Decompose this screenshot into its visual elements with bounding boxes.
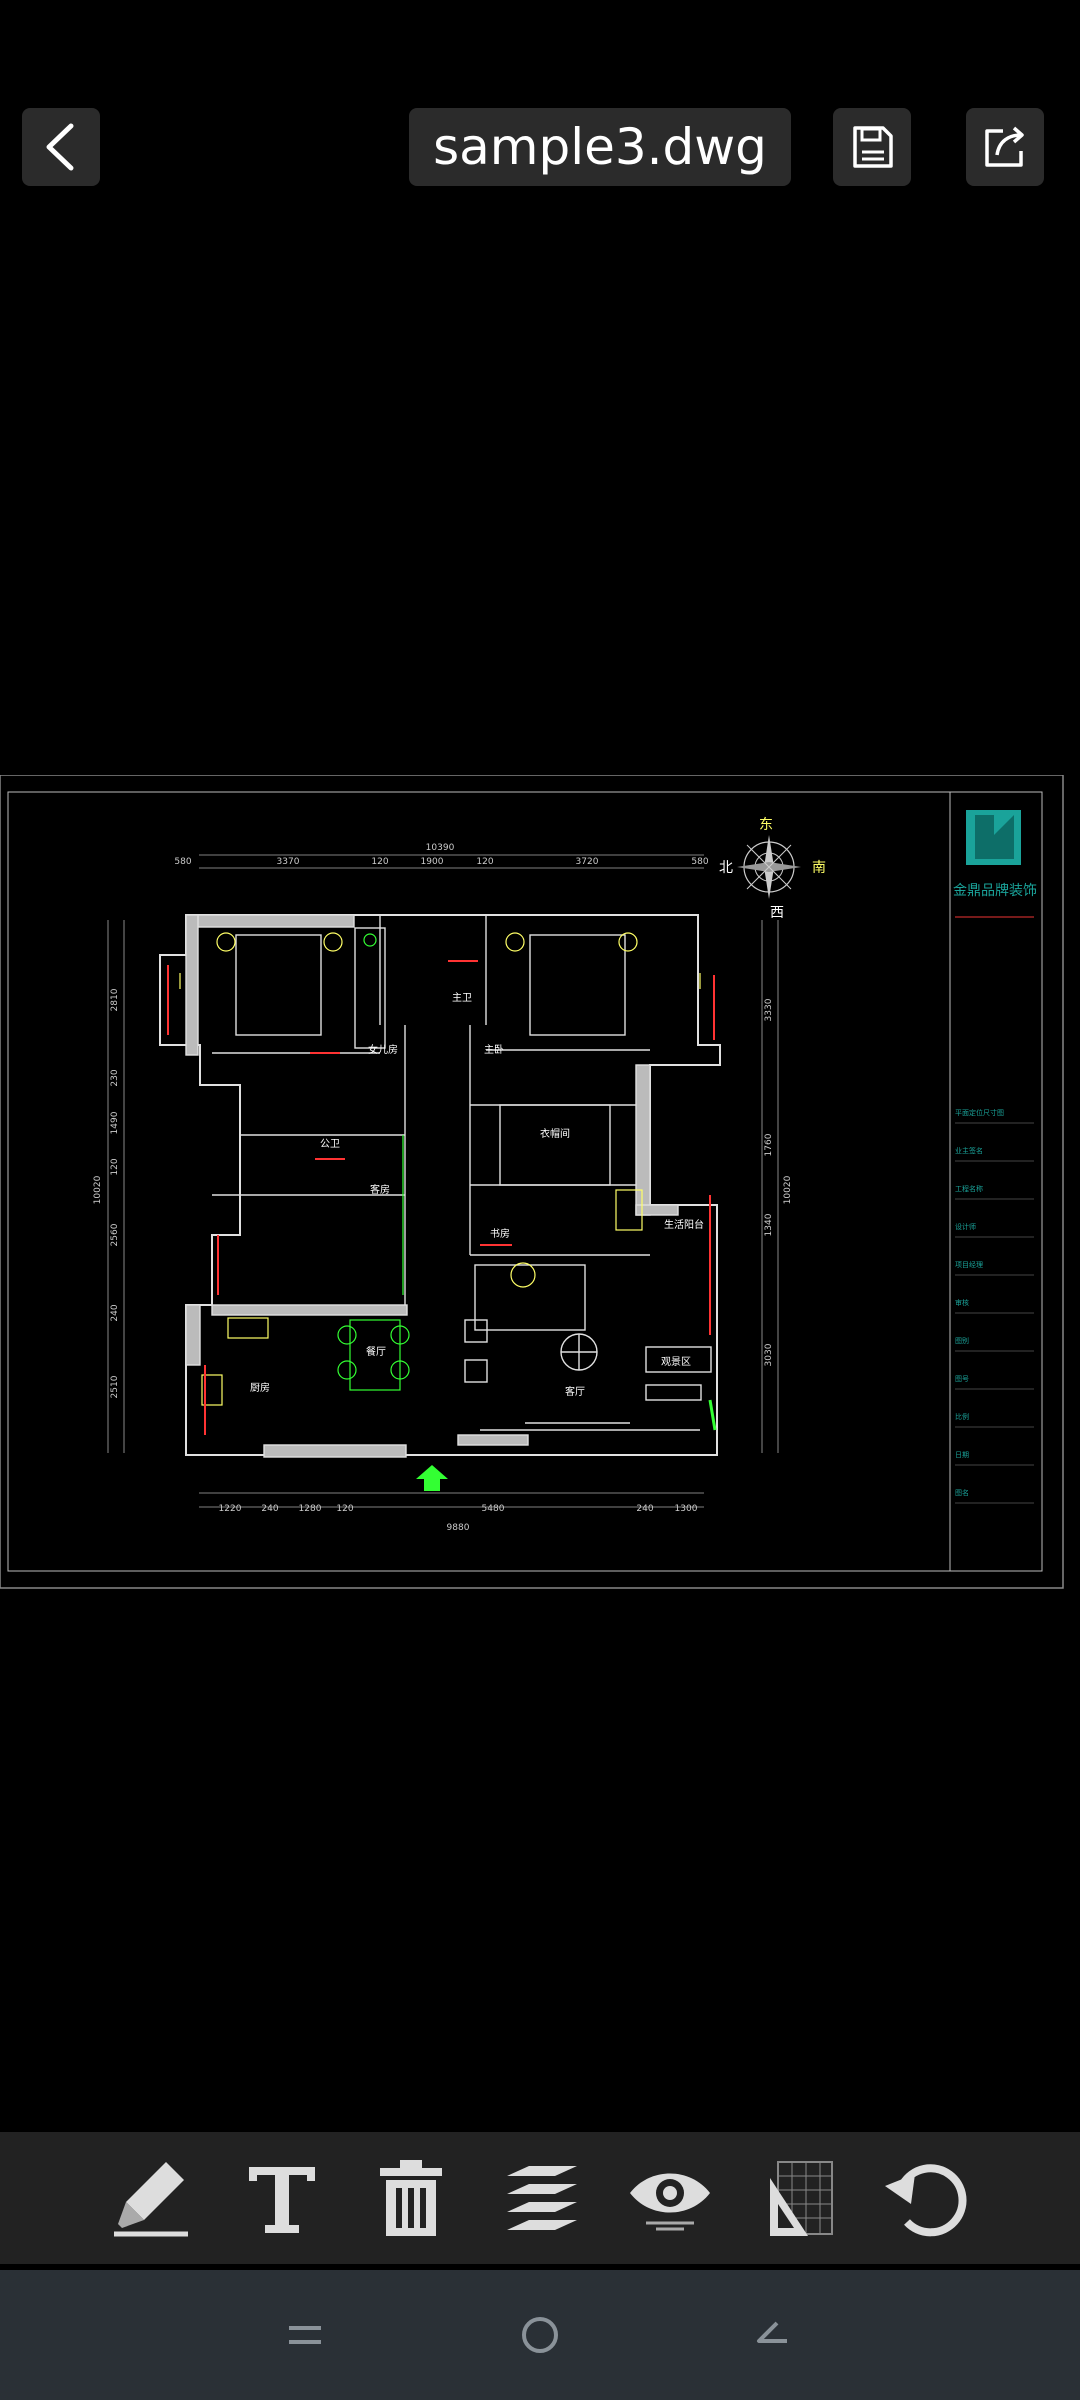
- chevron-left-icon: [46, 123, 74, 171]
- dim-left-1: 2810: [110, 988, 120, 1011]
- compass-west: 西: [770, 905, 784, 921]
- title-block: 金鼎品牌装饰 平面定位尺寸图业主签名工程名称设计师项目经理审核图别图号比例日期图…: [953, 810, 1037, 1504]
- dim-bottom-4: 120: [336, 1504, 353, 1514]
- sheet-inner-border: [7, 791, 1043, 1572]
- dim-bottom-3: 1280: [299, 1504, 322, 1514]
- dim-left-3: 1490: [110, 1111, 120, 1134]
- room-label-kitchen: 厨房: [250, 1381, 270, 1394]
- dim-top-2: 3370: [277, 857, 300, 867]
- room-label-study: 书房: [490, 1227, 510, 1240]
- dwg-drawing-canvas[interactable]: 金鼎品牌装饰 平面定位尺寸图业主签名工程名称设计师项目经理审核图别图号比例日期图…: [0, 775, 1064, 1589]
- text-tool-button[interactable]: [238, 2154, 326, 2242]
- title-block-logo-text: 金鼎品牌装饰: [953, 882, 1037, 899]
- dim-top-6: 3720: [576, 857, 599, 867]
- dim-left-7: 2510: [110, 1375, 120, 1398]
- recent-apps-button[interactable]: [270, 2300, 340, 2370]
- compass-rose: 东 南 北 西: [719, 817, 826, 921]
- dim-bottom-6: 240: [636, 1504, 653, 1514]
- floor-plan-furniture: [179, 932, 701, 1406]
- dim-left-6: 240: [110, 1304, 120, 1321]
- view-tool-button[interactable]: [626, 2154, 714, 2242]
- undo-tool-button[interactable]: [881, 2154, 969, 2242]
- dim-right-3: 1340: [764, 1213, 774, 1236]
- title-block-field-label: 设计师: [955, 1222, 976, 1231]
- title-block-field-label: 比例: [955, 1412, 969, 1421]
- floor-plan-walls: [159, 914, 721, 1458]
- dimensions: 10390 580 3370 120 1900 120 3720 580 122…: [93, 843, 793, 1533]
- measure-tool-button[interactable]: [757, 2154, 845, 2242]
- entrance-arrow: [416, 1465, 448, 1491]
- trash-icon: [380, 2160, 442, 2236]
- sheet-border: [0, 775, 1064, 1589]
- home-circle-icon: [522, 2317, 558, 2353]
- back-button[interactable]: [22, 108, 100, 186]
- dim-bottom-7: 1300: [675, 1504, 698, 1514]
- room-label-guest-room: 客房: [370, 1183, 390, 1196]
- title-block-field-label: 图号: [955, 1375, 969, 1383]
- dim-top-4: 1900: [421, 857, 444, 867]
- room-label-closet: 衣帽间: [540, 1127, 570, 1140]
- bottom-toolbar: [0, 2132, 1080, 2264]
- layers-icon: [507, 2166, 577, 2230]
- dim-top-5: 120: [476, 857, 493, 867]
- floor-plan-red-lines: [167, 960, 715, 1435]
- dim-left-2: 230: [110, 1069, 120, 1086]
- share-icon: [985, 126, 1024, 167]
- room-label-living: 客厅: [565, 1385, 585, 1398]
- dim-right-4: 3030: [764, 1343, 774, 1366]
- compass-north: 北: [719, 860, 733, 876]
- dim-left-5: 2560: [110, 1223, 120, 1246]
- dim-top-3: 120: [371, 857, 388, 867]
- layers-tool-button[interactable]: [497, 2154, 585, 2242]
- compass-east: 东: [759, 817, 773, 833]
- room-label-master-bath: 主卫: [452, 992, 472, 1004]
- floor-plan-greenery: [337, 933, 717, 1431]
- save-button[interactable]: [833, 108, 911, 186]
- system-back-button[interactable]: [736, 2300, 806, 2370]
- room-label-daughter-room: 女儿房: [368, 1043, 398, 1056]
- title-block-field-label: 日期: [955, 1451, 969, 1459]
- home-button[interactable]: [505, 2300, 575, 2370]
- title-block-field-label: 审核: [955, 1298, 969, 1307]
- ruler-triangle-icon: [770, 2161, 833, 2236]
- menu-icon: [289, 2326, 321, 2344]
- room-label-public-bath: 公卫: [320, 1139, 340, 1150]
- pencil-icon: [114, 2162, 188, 2237]
- dim-top-1: 580: [174, 857, 191, 867]
- compass-south: 南: [812, 860, 826, 876]
- save-icon: [853, 126, 893, 168]
- text-icon: [249, 2167, 315, 2233]
- dim-right-total: 10020: [783, 1175, 793, 1204]
- dim-bottom-1: 1220: [219, 1504, 242, 1514]
- delete-tool-button[interactable]: [367, 2154, 455, 2242]
- undo-icon: [885, 2164, 967, 2237]
- system-navigation-bar: [0, 2270, 1080, 2400]
- title-block-field-label: 工程名称: [955, 1184, 983, 1193]
- dim-bottom-total: 9880: [447, 1523, 470, 1533]
- eye-icon: [630, 2173, 710, 2231]
- pen-tool-button[interactable]: [106, 2154, 194, 2242]
- title-block-field-label: 平面定位尺寸图: [955, 1108, 1004, 1117]
- room-label-balcony: 生活阳台: [664, 1218, 704, 1231]
- dim-left-total: 10020: [93, 1175, 103, 1204]
- room-label-view-area: 观景区: [661, 1356, 691, 1368]
- room-label-master-bedroom: 主卧: [484, 1043, 504, 1056]
- dim-bottom-2: 240: [261, 1504, 278, 1514]
- share-button[interactable]: [966, 108, 1044, 186]
- dim-top-7: 580: [691, 857, 708, 867]
- file-title: sample3.dwg: [409, 108, 791, 186]
- dim-bottom-5: 5480: [482, 1504, 505, 1514]
- dim-total-width: 10390: [426, 843, 455, 853]
- back-icon: [757, 2321, 787, 2343]
- title-block-field-label: 项目经理: [955, 1260, 983, 1269]
- title-block-field-label: 图别: [955, 1336, 969, 1345]
- room-label-dining: 餐厅: [366, 1345, 386, 1358]
- dim-right-2: 1760: [764, 1133, 774, 1156]
- title-block-field-label: 图名: [955, 1488, 969, 1497]
- dim-left-4: 120: [110, 1158, 120, 1175]
- dim-right-1: 3330: [764, 998, 774, 1021]
- title-block-field-label: 业主签名: [955, 1146, 983, 1155]
